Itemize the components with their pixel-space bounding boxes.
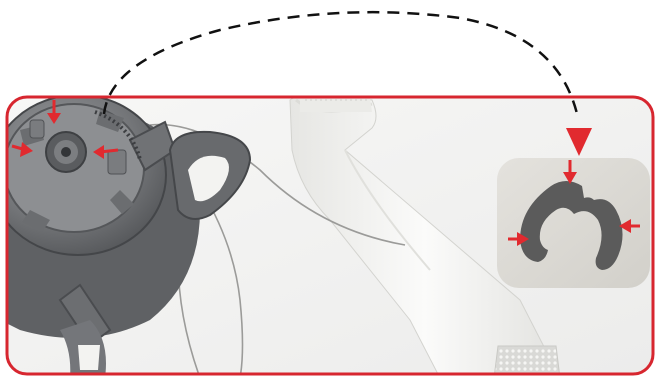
- photo-scene: [0, 95, 653, 378]
- clip-detail-inset: [497, 158, 650, 288]
